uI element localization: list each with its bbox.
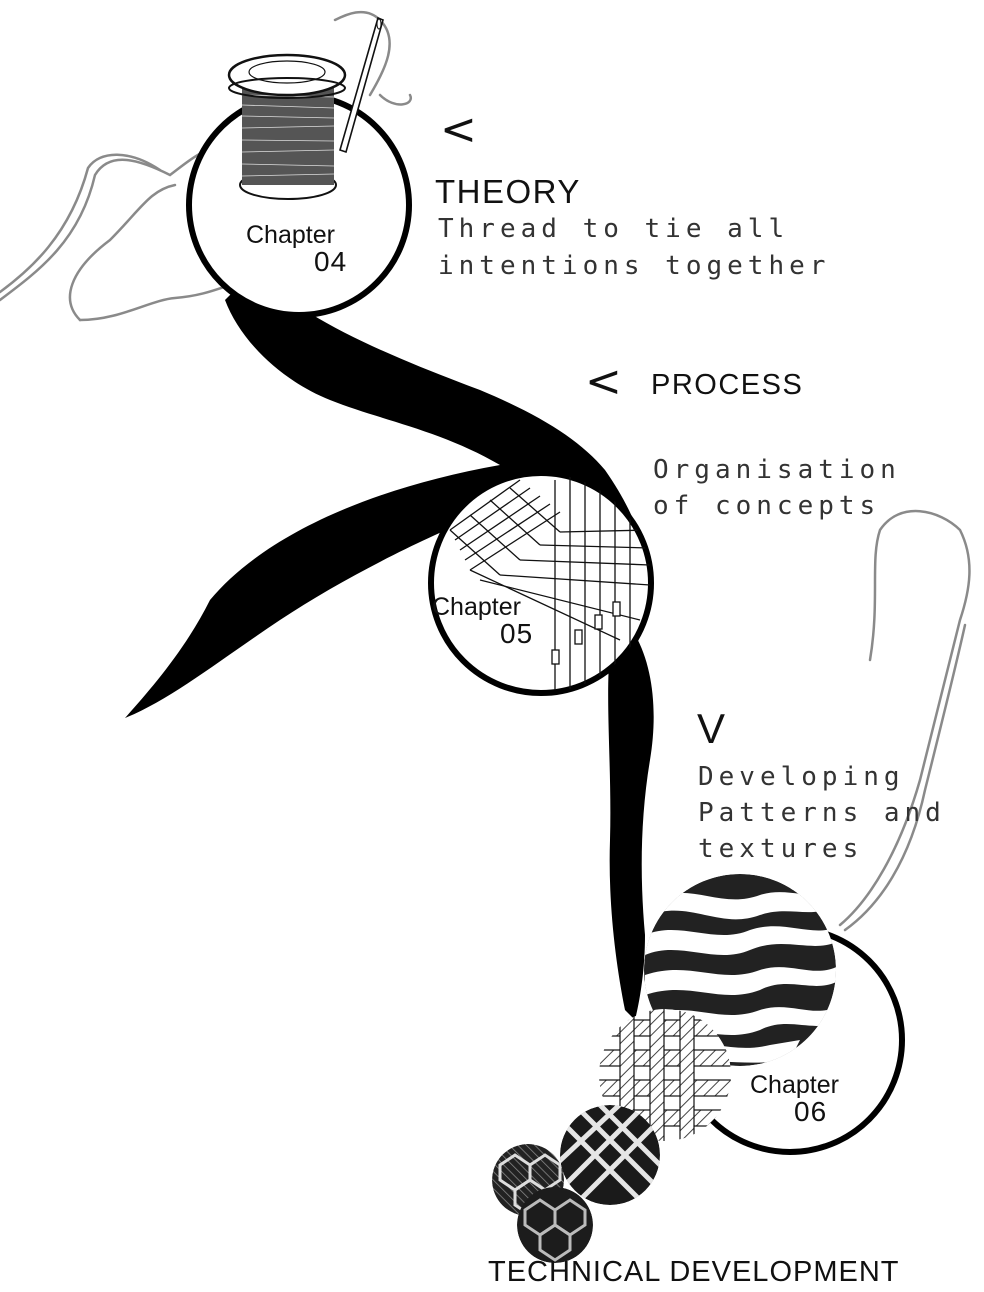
process-arrow: < [585,356,622,407]
chapter-06-label: Chapter 06 [750,1073,839,1126]
chapter-04-word: Chapter [246,221,335,249]
thread-strands [0,10,971,932]
developing-description-line-3: textures [698,834,864,864]
theory-heading: THEORY [435,173,581,210]
basket-weave-icon [599,1009,731,1141]
chapter-04-label: Chapter 04 [246,223,347,276]
chapter-06-word: Chapter [750,1071,839,1099]
needle-icon [339,16,384,154]
theory-description-line-1: Thread to tie all [438,214,790,244]
chapter-06-number: 06 [794,1096,828,1127]
developing-description-line-2: Patterns and [698,798,946,828]
developing-description-line-1: Developing [698,762,905,792]
theory-arrow: < [440,104,477,155]
lattice-weave-icon [560,1105,660,1205]
footer-title: TECHNICAL DEVELOPMENT [488,1256,900,1288]
process-description-line-2: of concepts [653,491,881,521]
process-description-line-1: Organisation [653,455,901,485]
chapter-05-word: Chapter [432,593,521,621]
chapter-05-number: 05 [500,618,534,649]
thread-spool-icon [227,53,347,200]
chapter-04-number: 04 [314,246,348,277]
chapter-05-label: Chapter 05 [432,595,533,648]
chapter-05-circle [428,470,654,696]
theory-description-line-2: intentions together [438,251,831,281]
developing-arrow: V [697,705,726,752]
ribbon [125,270,654,1020]
process-heading: PROCESS [651,369,804,401]
hexagon-weave-icon [492,1144,593,1263]
